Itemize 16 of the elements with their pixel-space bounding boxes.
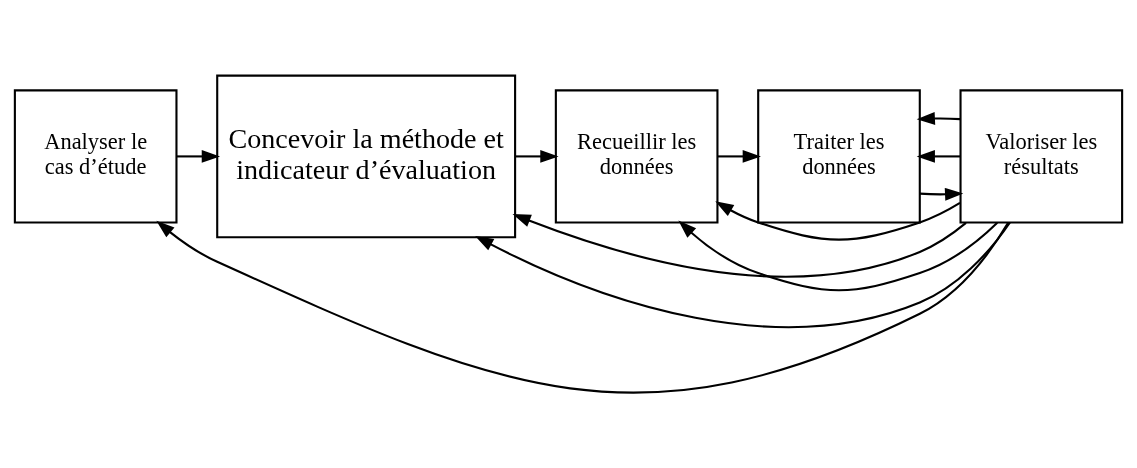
node-box: Recueillir les données <box>554 88 719 223</box>
node-box: Concevoir la méthode et indicateur d’évaluation <box>216 74 517 238</box>
arrow <box>678 220 998 291</box>
arrow <box>512 213 967 278</box>
arrow <box>919 187 964 201</box>
arrow <box>717 149 761 163</box>
node-box: Valoriser les résultats <box>959 88 1124 223</box>
arrow <box>916 149 961 163</box>
node-box: Traiter les données <box>757 88 921 223</box>
arrow <box>715 200 961 241</box>
arrow <box>916 111 961 125</box>
arrow <box>515 149 559 163</box>
arrow <box>156 220 1010 394</box>
arrow <box>176 149 221 163</box>
arrow <box>475 221 1011 328</box>
node-box: Analyser le cas d’étude <box>13 88 178 223</box>
